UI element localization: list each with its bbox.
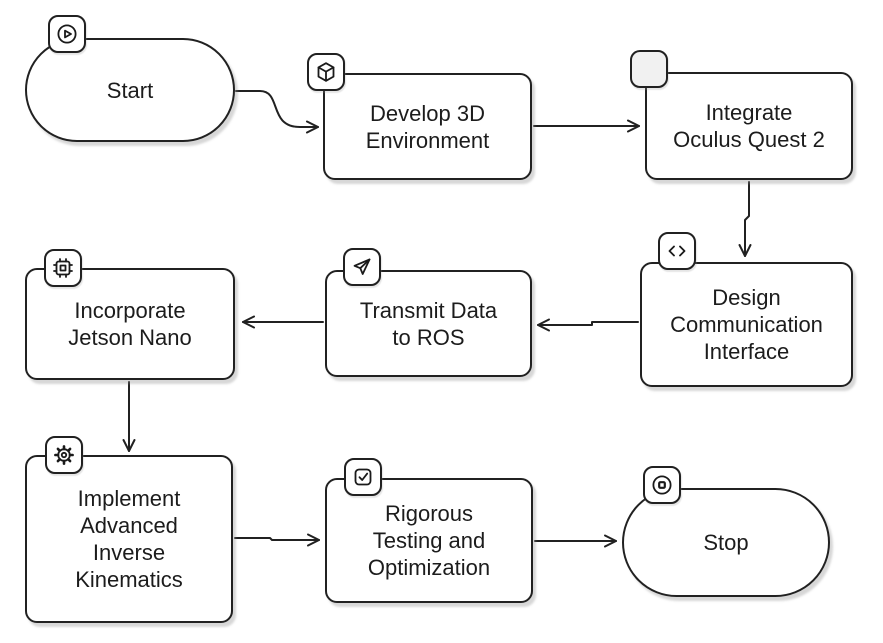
- chip-icon: [44, 249, 82, 287]
- node-rigorous-testing-and-optimization-label: Rigorous Testing and Optimization: [367, 501, 491, 580]
- cube-icon: [307, 53, 345, 91]
- edge-kinematics-to-testing: [234, 533, 320, 547]
- edge-integrate-to-design: [738, 181, 752, 257]
- check-square-icon: [344, 458, 382, 496]
- node-incorporate-jetson-nano[interactable]: Incorporate Jetson Nano: [25, 249, 235, 380]
- node-integrate-oculus-quest-2[interactable]: Integrate Oculus Quest 2: [630, 50, 853, 180]
- node-develop-3d-environment[interactable]: Develop 3D Environment: [307, 53, 532, 180]
- node-start-label: Start: [106, 77, 154, 103]
- node-transmit-data-to-ros-label: Transmit Data to ROS: [359, 297, 498, 350]
- edge-design-to-transmit: [537, 318, 639, 332]
- node-implement-advanced-inverse-kinematics[interactable]: Implement Advanced Inverse Kinematics: [25, 436, 233, 623]
- node-start[interactable]: Start: [25, 15, 235, 142]
- node-design-communication-interface[interactable]: Design Communication Interface: [640, 232, 853, 387]
- blank-icon: [630, 50, 668, 88]
- node-incorporate-jetson-nano-label: Incorporate Jetson Nano: [68, 298, 192, 350]
- edge-start-to-develop: [235, 90, 319, 134]
- node-develop-3d-environment-label: Develop 3D Environment: [365, 100, 490, 153]
- play-circle-icon: [48, 15, 86, 53]
- stop-circle-icon: [643, 466, 681, 504]
- node-stop[interactable]: Stop: [622, 466, 830, 597]
- node-design-communication-interface-label: Design Communication Interface: [670, 285, 823, 364]
- node-integrate-oculus-quest-2-label: Integrate Oculus Quest 2: [673, 100, 825, 152]
- send-icon: [343, 248, 381, 286]
- node-rigorous-testing-and-optimization[interactable]: Rigorous Testing and Optimization: [325, 458, 533, 603]
- code-icon: [658, 232, 696, 270]
- gear-icon: [45, 436, 83, 474]
- node-transmit-data-to-ros[interactable]: Transmit Data to ROS: [325, 248, 532, 377]
- node-implement-advanced-inverse-kinematics-label: Implement Advanced Inverse Kinematics: [75, 486, 183, 592]
- node-stop-label: Stop: [703, 530, 749, 555]
